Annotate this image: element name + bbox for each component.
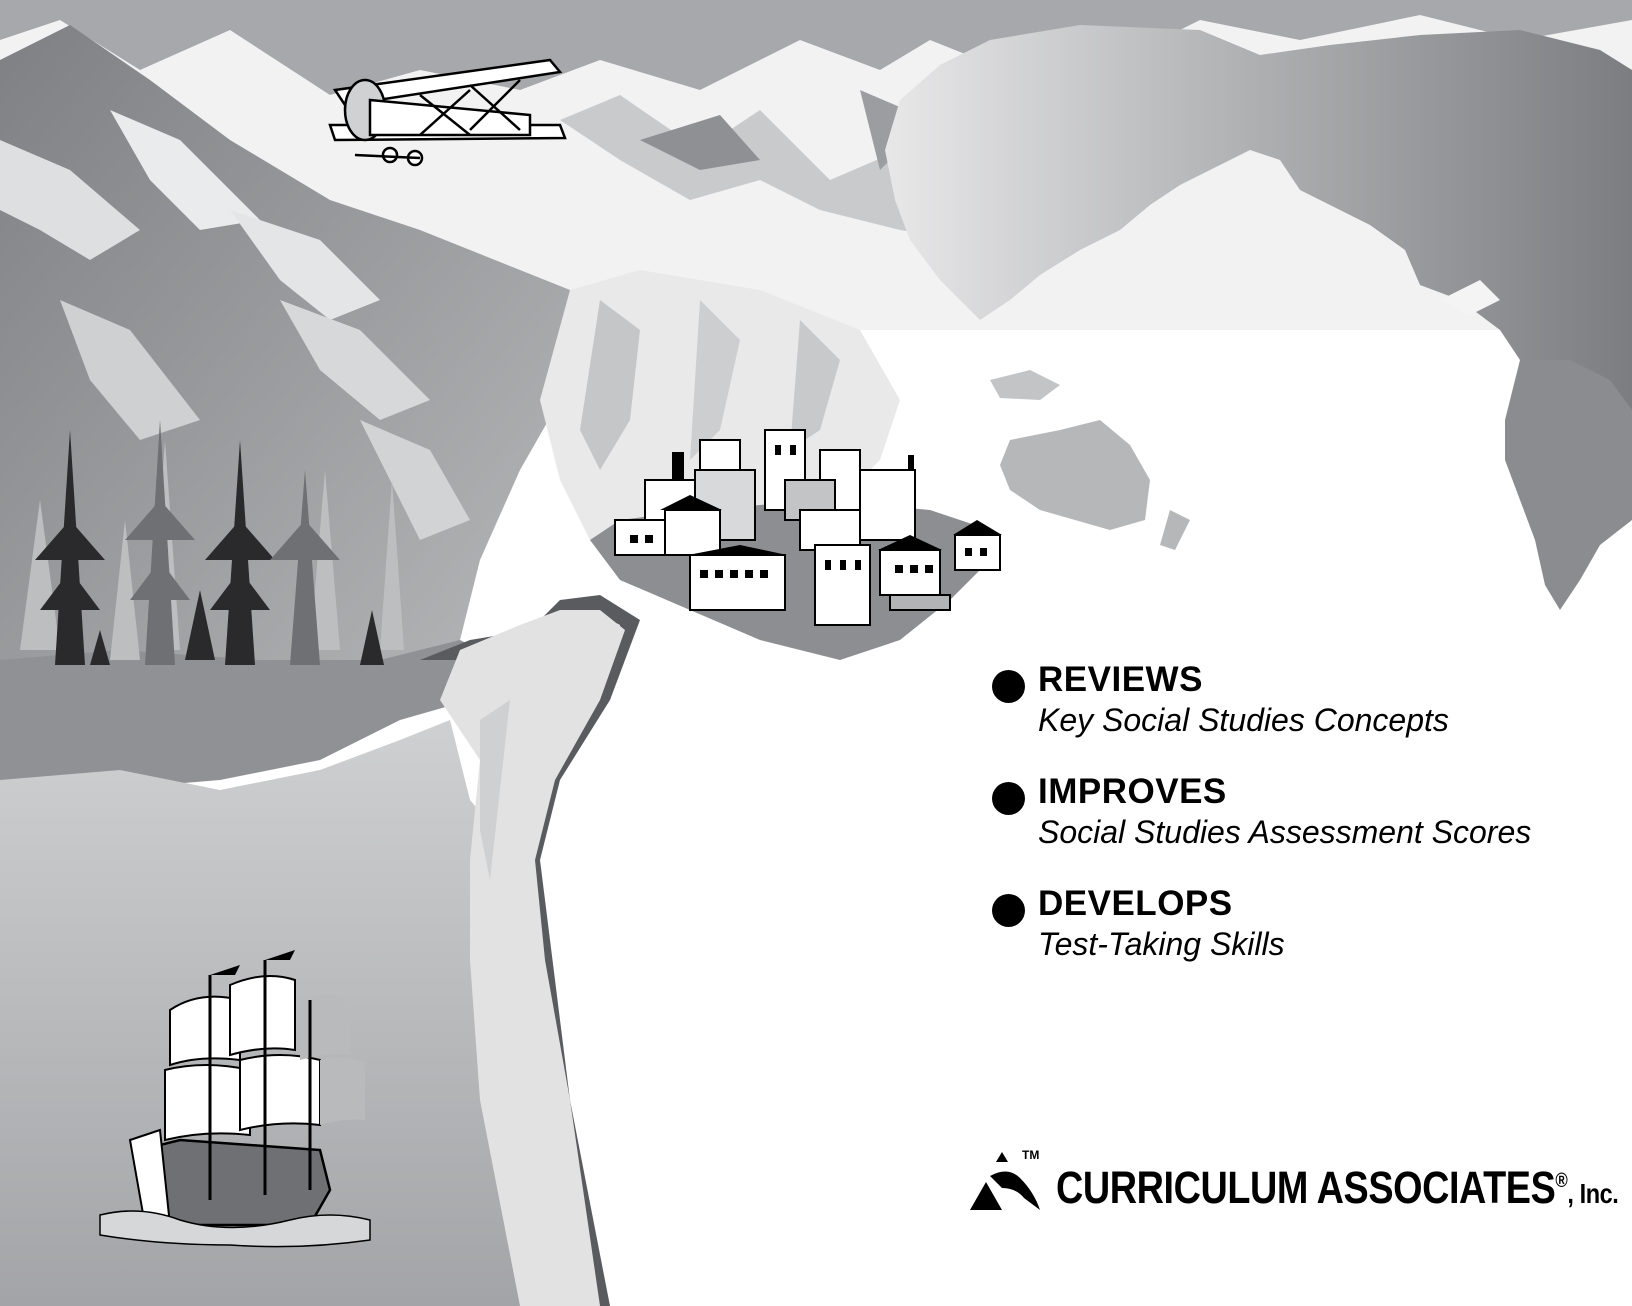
bullet-icon xyxy=(992,670,1025,703)
biplane-icon xyxy=(328,58,567,167)
publisher-name-text: CURRICULUM ASSOCIATES xyxy=(1056,1162,1556,1213)
publisher-logo: TM CURRICULUM ASSOCIATES®, Inc. xyxy=(968,1148,1619,1220)
world-map-icon xyxy=(885,25,1632,610)
feature-detail: Key Social Studies Concepts xyxy=(1038,702,1449,738)
feature-detail: Social Studies Assessment Scores xyxy=(1038,814,1532,850)
feature-heading: IMPROVES xyxy=(1038,772,1227,811)
bullet-icon xyxy=(992,782,1025,815)
publisher-suffix: , Inc. xyxy=(1567,1178,1619,1209)
bullet-icon xyxy=(992,894,1025,927)
registered-mark: ® xyxy=(1555,1170,1568,1192)
feature-heading: DEVELOPS xyxy=(1038,884,1233,923)
forest-ground xyxy=(0,640,500,800)
feature-detail: Test-Taking Skills xyxy=(1038,926,1285,962)
ship-icon xyxy=(99,950,371,1248)
forest-icon xyxy=(20,420,404,665)
mountain-left xyxy=(0,25,570,720)
trademark-mark: TM xyxy=(1022,1148,1040,1162)
city-icon xyxy=(590,429,1002,660)
curriculum-logo-icon xyxy=(970,1152,1040,1210)
river-bank xyxy=(420,595,640,1306)
feature-heading: REVIEWS xyxy=(1038,660,1203,699)
publisher-name: CURRICULUM ASSOCIATES®, Inc. xyxy=(1056,1162,1619,1214)
